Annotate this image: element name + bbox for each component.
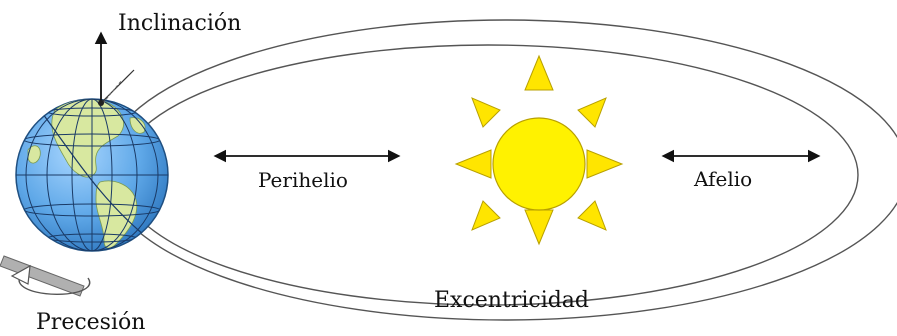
sun-icon [454,54,624,246]
label-perihelio: Perihelio [258,168,348,192]
label-precesion: Precesión [36,310,145,335]
label-afelio: Afelio [693,167,752,191]
label-inclinacion: Inclinación [118,11,241,36]
precession-arrow-icon [0,255,91,297]
inclination-axis [94,31,135,106]
label-excentricidad: Excentricidad [434,288,589,313]
earth-globe-icon [15,98,169,252]
